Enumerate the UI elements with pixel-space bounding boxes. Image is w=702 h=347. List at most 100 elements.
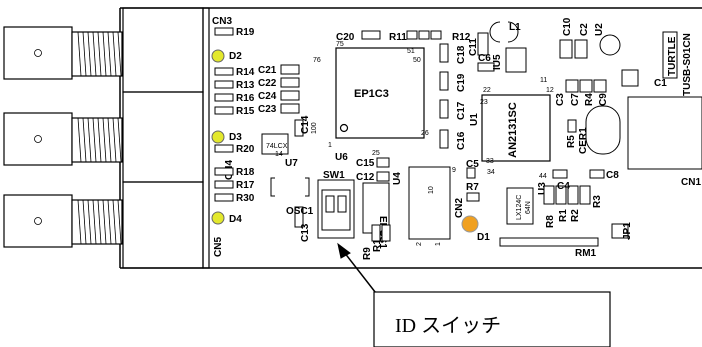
r7-c5 [466, 167, 480, 202]
logo-line-1: TURTLE [667, 36, 678, 76]
label-u5: IU5 [492, 54, 503, 70]
pin-100: 100 [311, 122, 318, 134]
label-c12: C12 [356, 172, 375, 183]
pin-23: 23 [480, 99, 488, 106]
bnc-rib-line [87, 31, 92, 77]
bnc-rib-line [92, 31, 97, 77]
label-c20: C20 [336, 32, 355, 43]
bnc-rib-line [107, 117, 112, 163]
logo-line-2: TUSB-S01CN [682, 33, 693, 96]
label-c19: C19 [456, 73, 467, 92]
label-c23: C23 [258, 104, 277, 115]
label-r2: R2 [570, 209, 581, 222]
bnc-ribbing [77, 31, 122, 245]
bnc-rib-line [97, 117, 102, 163]
bnc-rib-line [77, 31, 82, 77]
label-c5: C5 [466, 159, 479, 170]
label-cn5: CN5 [213, 237, 224, 257]
label-r13: R13 [236, 80, 255, 91]
pin-76: 76 [313, 57, 321, 64]
bnc-rib-line [82, 117, 87, 163]
bnc-rib-line [87, 117, 92, 163]
label-r8: R8 [545, 215, 556, 228]
label-c14: C14 [300, 115, 311, 134]
label-r11: R11 [389, 32, 407, 43]
cap-column [280, 64, 300, 114]
label-u4: U4 [392, 172, 403, 185]
label-c15: C15 [356, 158, 375, 169]
label-c16: C16 [456, 131, 467, 150]
led-d4 [211, 211, 225, 225]
regulator-area [559, 34, 639, 93]
fpga-chip [335, 47, 425, 139]
pin-9: 9 [452, 167, 456, 174]
bnc-rib-line [117, 117, 122, 163]
pin-26: 26 [421, 130, 429, 137]
label-c6: C6 [478, 53, 491, 64]
label-c4: C4 [557, 181, 570, 192]
bnc-rib-line [102, 199, 107, 245]
resistor-column [214, 27, 234, 202]
label-c8: C8 [606, 170, 619, 181]
bnc-connector-top [3, 26, 123, 80]
bottom-right-parts [499, 169, 629, 247]
label-c24: C24 [258, 91, 277, 102]
label-rm1: RM1 [575, 248, 597, 259]
label-r19: R19 [236, 27, 255, 38]
usb-connector [627, 96, 702, 170]
led-d1 [461, 215, 479, 233]
label-c7: C7 [570, 93, 581, 106]
label-u3: U3 [537, 182, 548, 195]
bnc-rib-line [107, 199, 112, 245]
usb-controller-chip [481, 94, 551, 162]
label-c9: C9 [598, 93, 609, 106]
label-r4: R4 [584, 93, 595, 106]
label-c1: C1 [654, 78, 667, 89]
pin-2: 2 [416, 242, 423, 246]
bnc-rib-line [112, 31, 117, 77]
label-r7: R7 [466, 182, 479, 193]
label-r3: R3 [592, 195, 603, 208]
callout-label: ID スイッチ [395, 315, 501, 337]
label-r17: R17 [236, 180, 255, 191]
bnc-rib-line [77, 199, 82, 245]
label-r14: R14 [236, 67, 255, 78]
bnc-rib-line [87, 199, 92, 245]
label-cn1: CN1 [681, 177, 701, 188]
bnc-rib-line [92, 117, 97, 163]
label-d3: D3 [229, 132, 242, 143]
callout-box: ID スイッチ [373, 291, 611, 347]
bnc-rib-line [97, 31, 102, 77]
label-c18: C18 [456, 45, 467, 64]
label-cn2: CN2 [454, 198, 465, 218]
bnc-rib-line [117, 31, 122, 77]
label-c21: C21 [258, 65, 277, 76]
label-c13: C13 [300, 223, 311, 242]
bnc-rib-line [82, 31, 87, 77]
label-r16: R16 [236, 93, 255, 104]
bnc-rib-line [77, 117, 82, 163]
regulator-sub: 64N [525, 201, 532, 214]
label-u7: U7 [285, 158, 298, 169]
bnc-rib-line [82, 199, 87, 245]
bnc-rib-line [102, 31, 107, 77]
pin-22: 22 [483, 87, 491, 94]
label-u6: U6 [335, 152, 348, 163]
buffer-sub: 14 [275, 151, 283, 158]
label-c11: C11 [468, 38, 479, 56]
bnc-rib-line [112, 199, 117, 245]
label-jp1: JP1 [622, 222, 633, 240]
label-cn3: CN3 [212, 16, 232, 27]
fpga-label: EP1C3 [354, 88, 389, 100]
label-r30: R30 [236, 193, 255, 204]
label-r1: R1 [558, 209, 569, 222]
label-d4: D4 [229, 214, 242, 225]
label-c3: C3 [555, 93, 566, 106]
power-area [477, 21, 527, 73]
pin-75: 75 [336, 41, 344, 48]
pin-1: 1 [328, 142, 332, 149]
label-r12: R12 [452, 32, 471, 43]
label-r18: R18 [236, 167, 255, 178]
buffer-label: 74LCX [266, 143, 288, 150]
